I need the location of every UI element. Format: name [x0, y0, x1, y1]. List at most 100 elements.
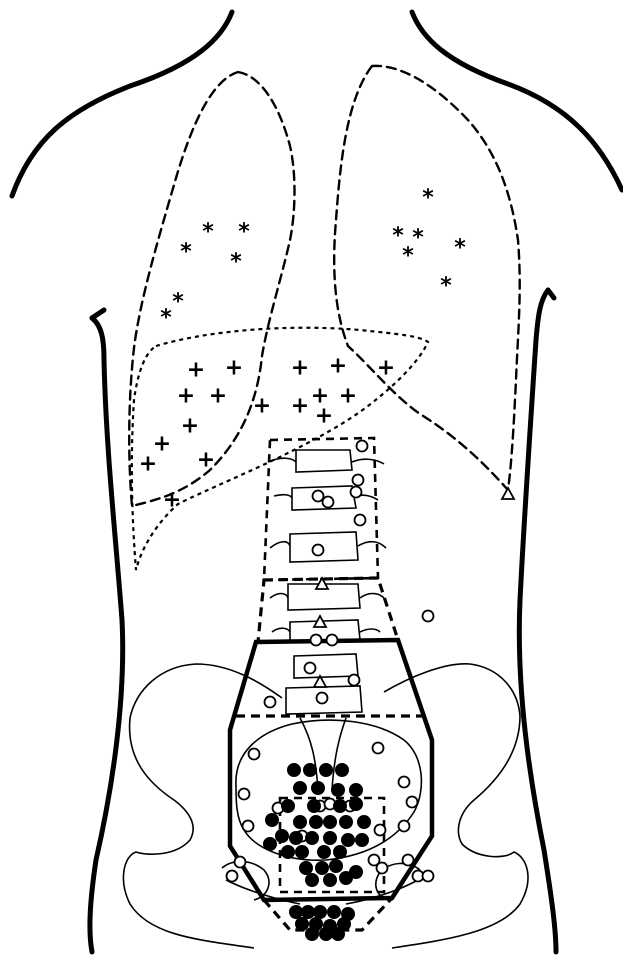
- filled-circle-marker: [318, 846, 331, 859]
- recurrence-markers: ************+++++++++++++++++: [139, 186, 514, 941]
- filled-circle-marker: [320, 764, 333, 777]
- filled-circle-marker: [324, 832, 337, 845]
- vertebra-l4: [294, 654, 358, 678]
- filled-circle-marker: [296, 918, 309, 931]
- filled-circle-marker: [324, 874, 337, 887]
- filled-circle-marker: [312, 782, 325, 795]
- filled-circle-marker: [356, 834, 369, 847]
- filled-circle-marker: [332, 928, 345, 941]
- lung-metastasis-marker: *: [454, 236, 466, 261]
- open-circle-marker: [423, 871, 434, 882]
- filled-circle-marker: [290, 906, 303, 919]
- open-circle-marker: [239, 789, 250, 800]
- liver-metastasis-marker: +: [339, 384, 357, 409]
- filled-circle-marker: [342, 834, 355, 847]
- left-lung-outline: [334, 66, 520, 490]
- liver-metastasis-marker: +: [209, 384, 227, 409]
- filled-circle-marker: [332, 784, 345, 797]
- open-circle-marker: [377, 863, 388, 874]
- filled-circle-marker: [288, 764, 301, 777]
- left-arm-tick: [92, 310, 104, 318]
- lung-metastasis-marker: *: [202, 220, 214, 245]
- open-circle-marker: [349, 675, 360, 686]
- left-arm-line: [90, 318, 123, 952]
- filled-circle-marker: [276, 830, 289, 843]
- left-iliac-wing: [123, 664, 282, 948]
- open-circle-marker: [227, 871, 238, 882]
- filled-circle-marker: [282, 800, 295, 813]
- filled-circle-marker: [334, 800, 347, 813]
- lung-metastasis-marker: *: [172, 290, 184, 315]
- open-circle-marker: [399, 777, 410, 788]
- liver-metastasis-marker: +: [291, 356, 309, 381]
- open-circle-marker: [355, 515, 366, 526]
- filled-circle-marker: [304, 764, 317, 777]
- filled-circle-marker: [310, 816, 323, 829]
- liver-metastasis-marker: +: [139, 452, 157, 477]
- open-circle-marker: [317, 693, 328, 704]
- open-circle-marker: [353, 475, 364, 486]
- filled-circle-marker: [350, 784, 363, 797]
- liver-metastasis-marker: +: [253, 394, 271, 419]
- filled-circle-marker: [350, 798, 363, 811]
- filled-circle-marker: [302, 906, 315, 919]
- filled-circle-marker: [308, 800, 321, 813]
- right-iliac-wing: [384, 664, 528, 948]
- open-circle-marker: [305, 663, 316, 674]
- liver-metastasis-marker: +: [163, 488, 181, 513]
- filled-circle-marker: [314, 906, 327, 919]
- liver-metastasis-marker: +: [187, 358, 205, 383]
- filled-circle-marker: [336, 764, 349, 777]
- open-circle-marker: [357, 441, 368, 452]
- vertebra-l1: [270, 532, 386, 562]
- open-circle-marker: [313, 491, 324, 502]
- open-circle-marker: [403, 855, 414, 866]
- spine: [268, 450, 386, 714]
- neck-right-shoulder: [412, 12, 622, 190]
- liver-metastasis-marker: +: [291, 394, 309, 419]
- filled-circle-marker: [264, 838, 277, 851]
- triangle-marker: [502, 488, 514, 499]
- open-circle-marker: [235, 857, 246, 868]
- right-arm-line: [519, 290, 556, 952]
- lung-metastasis-marker: *: [180, 240, 192, 265]
- open-circle-marker: [311, 635, 322, 646]
- open-circle-marker: [265, 697, 276, 708]
- filled-circle-marker: [324, 816, 337, 829]
- liver-metastasis-marker: +: [197, 448, 215, 473]
- filled-circle-marker: [294, 816, 307, 829]
- filled-circle-marker: [306, 832, 319, 845]
- filled-circle-marker: [282, 846, 295, 859]
- lungs: [129, 66, 519, 506]
- open-circle-marker: [323, 497, 334, 508]
- lung-metastasis-marker: *: [402, 244, 414, 269]
- liver-metastasis-marker: +: [329, 354, 347, 379]
- liver-metastasis-marker: +: [225, 356, 243, 381]
- open-circle-marker: [407, 797, 418, 808]
- open-circle-marker: [249, 749, 260, 760]
- lung-metastasis-marker: *: [160, 306, 172, 331]
- liver-metastasis-marker: +: [177, 384, 195, 409]
- liver-metastasis-marker: +: [377, 356, 395, 381]
- open-circle-marker: [351, 487, 362, 498]
- open-circle-marker: [375, 825, 386, 836]
- liver-metastasis-marker: +: [181, 414, 199, 439]
- open-circle-marker: [423, 611, 434, 622]
- lung-metastasis-marker: *: [412, 226, 424, 251]
- lung-metastasis-marker: *: [238, 220, 250, 245]
- open-circle-marker: [243, 821, 254, 832]
- liver-metastasis-marker: +: [315, 404, 333, 429]
- filled-circle-marker: [340, 816, 353, 829]
- filled-circle-marker: [306, 928, 319, 941]
- filled-circle-marker: [306, 874, 319, 887]
- sacrum: [300, 718, 346, 790]
- right-arm-tick: [548, 290, 554, 298]
- filled-circle-marker: [334, 846, 347, 859]
- lung-metastasis-marker: *: [230, 250, 242, 275]
- lung-metastasis-marker: *: [440, 274, 452, 299]
- filled-circle-marker: [320, 928, 333, 941]
- open-circle-marker: [373, 743, 384, 754]
- filled-circle-marker: [300, 862, 313, 875]
